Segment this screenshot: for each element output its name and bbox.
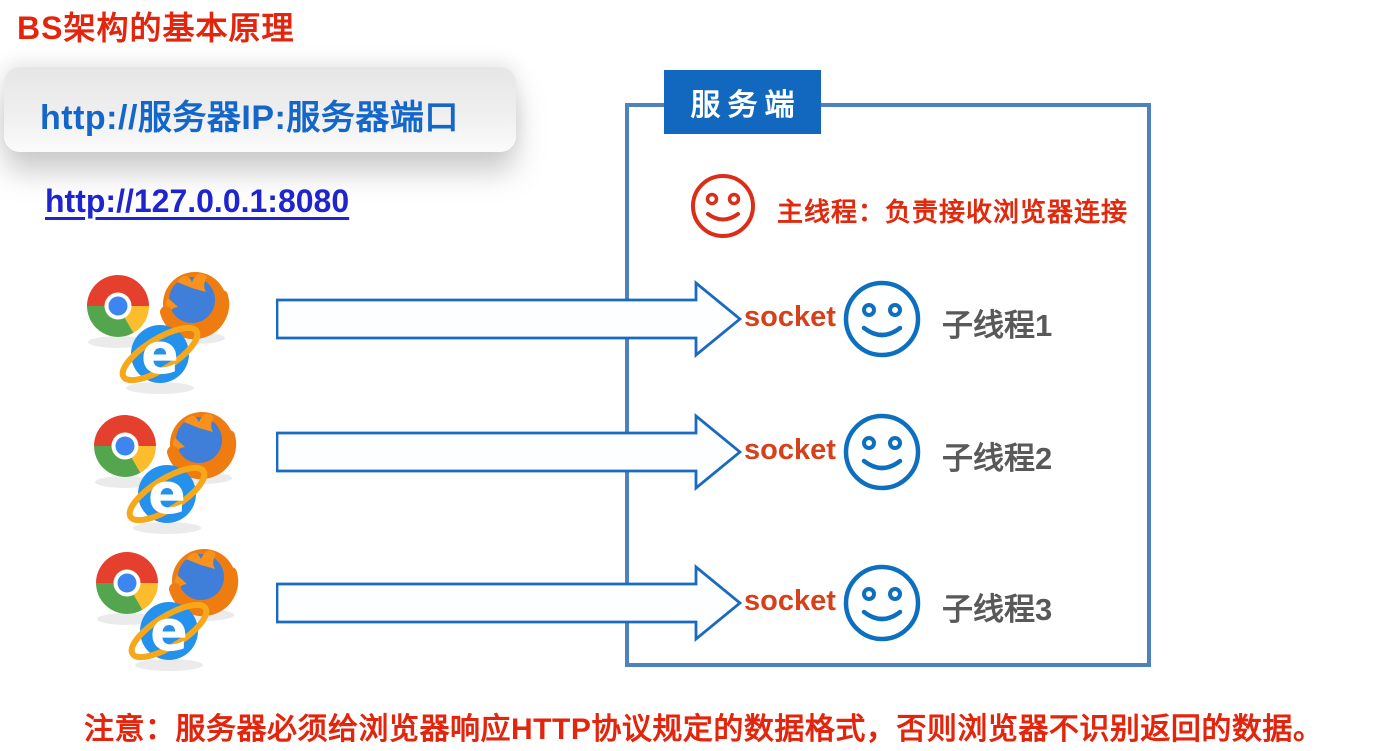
- right-arrow-icon-2: [276, 414, 742, 490]
- socket-label-3: socket: [744, 585, 836, 617]
- worker-thread-smiley-icon-2: [842, 412, 922, 492]
- browser-cluster-3: [96, 543, 251, 673]
- thread-label-2: 子线程2: [942, 441, 1053, 476]
- browser-cluster-1: [87, 266, 242, 396]
- main-thread-label: 主线程：负责接收浏览器连接: [777, 197, 1129, 227]
- right-arrow-icon-1: [276, 281, 742, 357]
- example-url-link[interactable]: http://127.0.0.1:8080: [45, 183, 350, 219]
- socket-label-1: socket: [744, 301, 836, 333]
- page-title: BS架构的基本原理: [17, 10, 295, 46]
- socket-label-2: socket: [744, 434, 836, 466]
- main-thread-smiley-icon: [691, 174, 755, 238]
- worker-thread-smiley-icon-1: [842, 279, 922, 359]
- thread-label-1: 子线程1: [942, 308, 1053, 343]
- url-template-text: http://服务器IP:服务器端口: [40, 99, 459, 137]
- right-arrow-icon-3: [276, 565, 742, 641]
- thread-label-3: 子线程3: [942, 592, 1053, 627]
- bottom-note: 注意：服务器必须给浏览器响应HTTP协议规定的数据格式，否则浏览器不识别返回的数…: [84, 713, 1324, 746]
- server-header-badge: 服务端: [664, 70, 821, 134]
- worker-thread-smiley-icon-3: [842, 563, 922, 643]
- url-template-card: [4, 67, 516, 152]
- browser-cluster-2: [94, 406, 249, 536]
